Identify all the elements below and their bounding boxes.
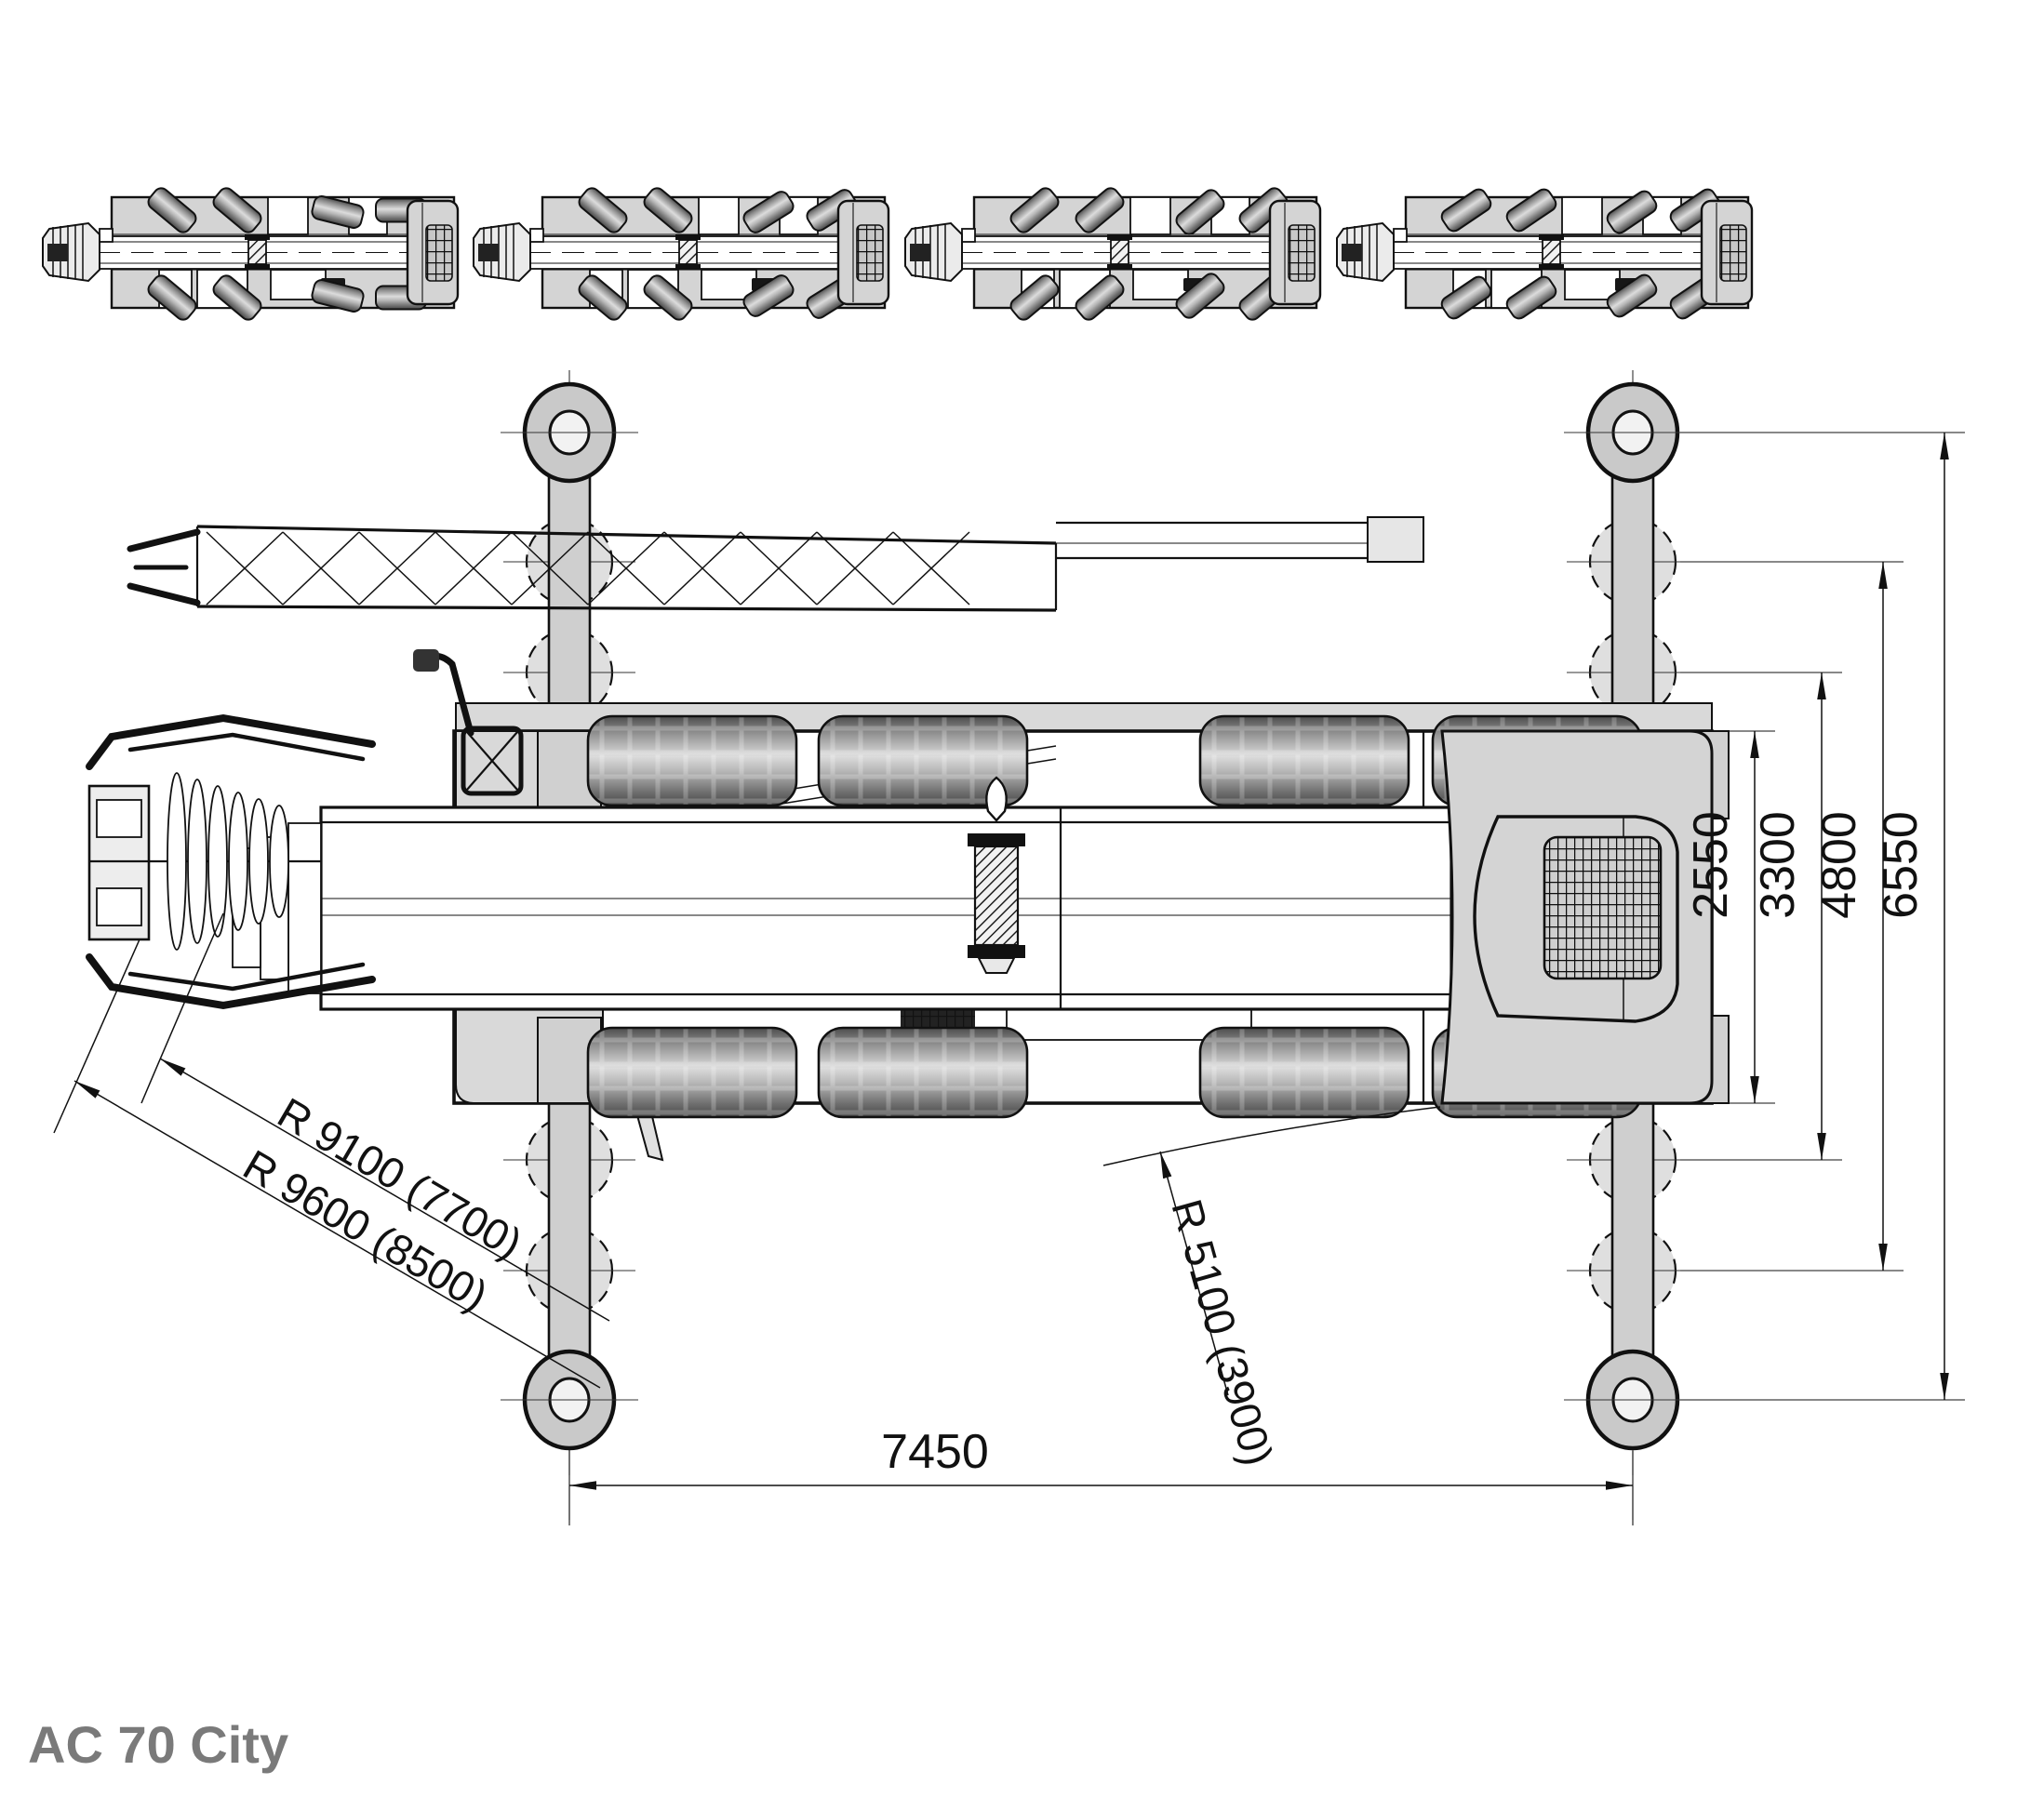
wheel bbox=[1606, 273, 1658, 318]
wheel bbox=[1505, 275, 1557, 320]
boom-head bbox=[86, 713, 376, 1010]
wheel bbox=[578, 187, 628, 233]
steering-mode-thumbnails bbox=[42, 187, 1754, 321]
head-guard-top bbox=[86, 713, 376, 770]
steering-variant-4-crab-steering-reduced bbox=[1336, 188, 1754, 320]
dim-support-base: 7450 bbox=[881, 1425, 989, 1479]
wheel bbox=[212, 187, 262, 233]
wheel bbox=[643, 274, 693, 321]
wheel bbox=[1009, 274, 1060, 321]
wheel bbox=[578, 274, 628, 321]
steering-variant-2-all-wheel-counter-steering bbox=[473, 187, 890, 321]
wheel bbox=[311, 195, 365, 229]
page-title: AC 70 City bbox=[28, 1715, 288, 1774]
jib-support-bracket bbox=[461, 726, 524, 796]
wheel bbox=[1440, 188, 1492, 233]
dim-vehicle-width: 2550 bbox=[1684, 811, 1738, 919]
steering-variant-3-crab-steering bbox=[904, 187, 1322, 321]
wheel bbox=[212, 274, 262, 321]
wheel bbox=[1505, 188, 1557, 233]
wheel bbox=[1606, 190, 1658, 234]
wheel bbox=[1075, 274, 1125, 321]
telescopic-boom bbox=[86, 713, 1453, 1011]
wheel bbox=[1009, 187, 1060, 233]
dimension-lines: 2550 3300 4800 6550 7450 bbox=[568, 432, 1965, 1525]
hook-block bbox=[968, 776, 1025, 974]
wheel bbox=[643, 187, 693, 233]
dim-support-width-full: 6550 bbox=[1874, 811, 1928, 919]
outrigger-beam-front-bottom bbox=[547, 1086, 592, 1402]
wheel bbox=[1440, 275, 1492, 320]
wheel bbox=[742, 191, 795, 233]
steering-variant-1-front-axle-steering bbox=[42, 187, 460, 321]
wheel bbox=[742, 274, 795, 317]
wheel bbox=[1075, 187, 1125, 233]
outrigger-pad bbox=[501, 381, 1702, 1451]
wheel bbox=[1175, 273, 1225, 319]
outrigger-beam-rear-top bbox=[1610, 431, 1655, 746]
wheel bbox=[147, 187, 197, 233]
outriggers bbox=[501, 370, 1702, 1525]
head-guard-bottom bbox=[86, 953, 376, 1010]
dim-support-width-reduced: 3300 bbox=[1751, 811, 1805, 919]
wheel bbox=[147, 274, 197, 321]
dim-support-width-mid: 4800 bbox=[1812, 811, 1866, 919]
wheel bbox=[1175, 189, 1225, 235]
wheel bbox=[311, 279, 365, 313]
carrier-cab bbox=[1440, 729, 1714, 1105]
